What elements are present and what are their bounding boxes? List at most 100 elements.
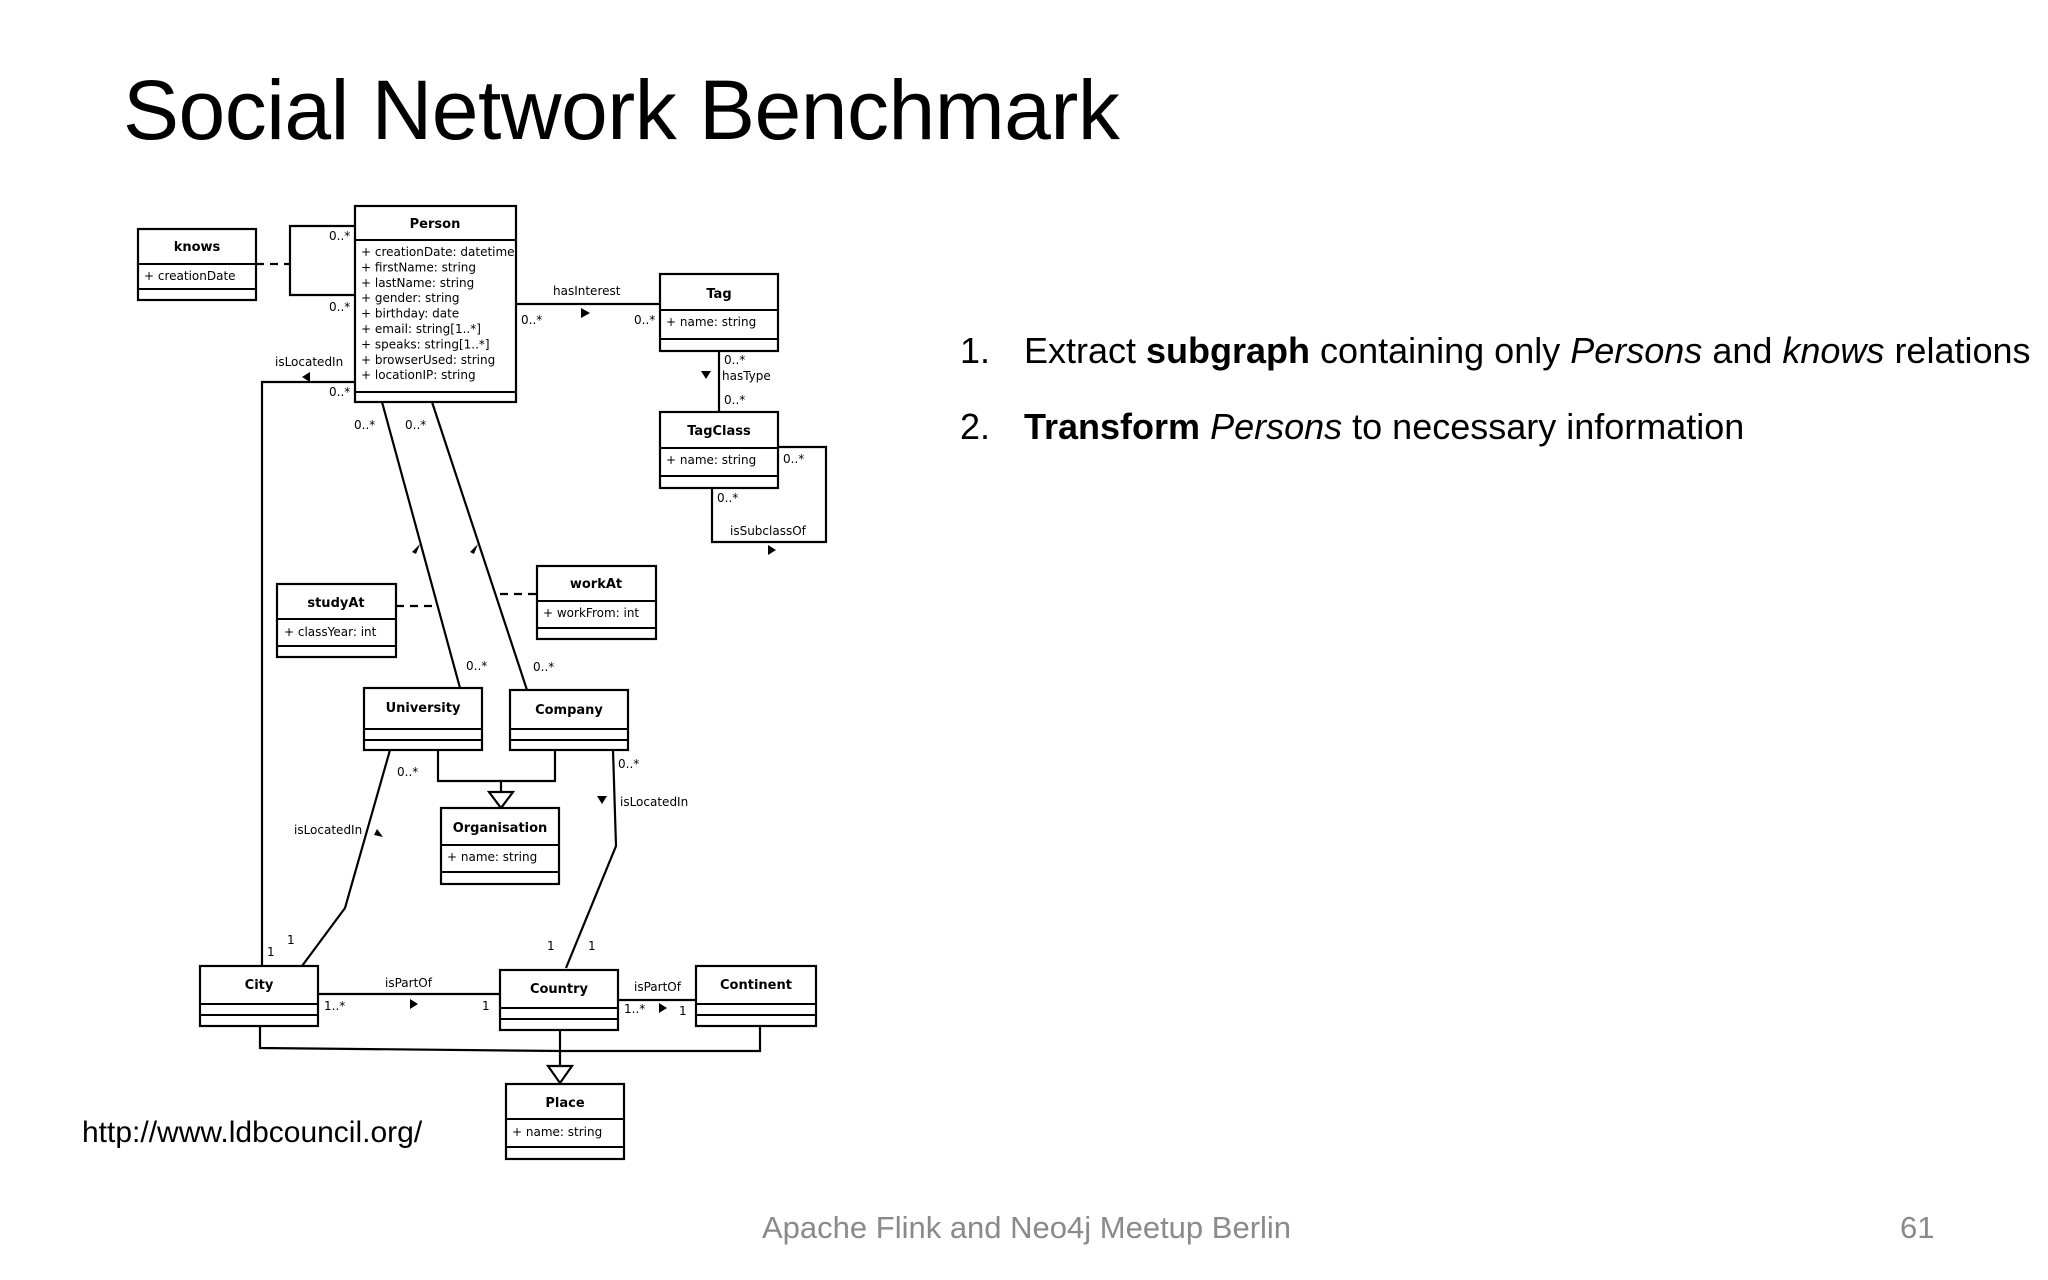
person-attr: + firstName: string [361,260,476,274]
bullet-text: to necessary information [1342,406,1745,447]
bullet-item: 1.Extract subgraph containing only Perso… [960,330,2031,372]
multiplicity: 1..* [624,1002,645,1016]
person-attr: + email: string[1..*] [361,322,481,336]
class-university: University [362,686,484,752]
multiplicity: 0..* [521,313,542,327]
arrow-university-city [374,829,383,837]
work-at-edge [430,401,529,691]
bullet-number: 1. [960,330,991,371]
class-name: TagClass [687,424,751,439]
bullet-text: Persons [1210,406,1343,447]
class-attr: + classYear: int [284,625,377,639]
class-attr: + creationDate [144,269,236,283]
edge-label-is-part-of: isPartOf [385,976,433,990]
person-city-edge [260,380,355,966]
organisation-triangle [486,790,516,810]
person-attr: + birthday: date [361,307,459,321]
university-generalization [436,750,501,783]
multiplicity: 0..* [397,765,418,779]
class-tagclass: TagClass + name: string [658,410,780,490]
class-studyat: studyAt + classYear: int [275,582,398,659]
multiplicity: 1..* [324,999,345,1013]
edge-label-has-interest: hasInterest [553,284,621,298]
multiplicity: 0..* [354,418,375,432]
class-organisation: Organisation + name: string [439,806,561,886]
bullet-text: containing only [1310,330,1571,371]
class-continent: Continent [694,964,818,1028]
university-city-edge [301,749,392,967]
class-name: Organisation [453,821,548,836]
is-subclass-of-loop [710,445,828,544]
multiplicity: 0..* [329,300,350,314]
class-name: Tag [706,287,731,302]
class-name: studyAt [307,596,364,611]
arrow-city-country [410,999,418,1009]
class-attr: + workFrom: int [543,606,639,620]
arrow-subclass [768,545,776,555]
multiplicity: 0..* [405,418,426,432]
multiplicity: 0..* [717,491,738,505]
class-attr: + name: string [447,850,537,864]
multiplicity: 0..* [533,660,554,674]
arrow-study-at [412,544,420,554]
class-person: Person + creationDate: datetime+ firstNa… [353,204,518,404]
bullet-number: 2. [960,406,991,447]
multiplicity: 0..* [329,229,350,243]
arrow-has-interest [581,308,590,318]
edge-label-is-located-in: isLocatedIn [275,355,343,369]
class-attr: + name: string [512,1125,602,1139]
class-attr: + name: string [666,453,756,467]
study-at-edge [380,401,462,689]
class-knows: knows + creationDate [136,227,258,302]
person-attr: + creationDate: datetime [361,245,515,259]
multiplicity: 1 [267,945,275,959]
edge-label-is-part-of: isPartOf [634,980,682,994]
slide-title: Social Network Benchmark [123,63,1120,157]
slide-footer: Apache Flink and Neo4j Meetup Berlin [762,1210,1292,1245]
arrow-work-at [470,544,478,554]
multiplicity: 1 [679,1004,687,1018]
bullet-text: Transform [1024,406,1201,447]
bullet-text: relations [1884,330,2031,371]
class-company: Company [508,688,630,752]
class-name: Continent [720,978,792,993]
multiplicity: 0..* [466,659,487,673]
bullet-item: 2. Transform Persons to necessary informa… [960,406,2031,448]
place-generalization [258,1026,762,1066]
company-country-edge [564,749,618,969]
multiplicity: 1 [588,939,596,953]
bullet-text: Extract [1024,330,1147,371]
bullet-text [1200,406,1210,447]
bullet-text: Persons [1570,330,1703,371]
multiplicity: 0..* [783,452,804,466]
person-attr: + locationIP: string [361,368,476,382]
bullet-list: 1.Extract subgraph containing only Perso… [960,330,2031,482]
class-country: Country [498,968,620,1032]
class-name: City [245,978,274,993]
multiplicity: 0..* [618,757,639,771]
person-attr: + lastName: string [361,276,474,290]
class-name: University [386,701,461,716]
multiplicity: 0..* [329,385,350,399]
class-city: City [198,964,320,1028]
multiplicity: 1 [547,939,555,953]
place-triangle [545,1064,575,1085]
person-attr: + browserUsed: string [361,353,495,367]
edge-label-has-type: hasType [722,369,771,383]
multiplicity: 0..* [724,393,745,407]
class-name: Person [410,217,461,232]
class-name: workAt [570,577,622,592]
class-place: Place + name: string [504,1082,626,1161]
bullet-text: knows [1782,330,1885,371]
arrow-person-city [302,372,310,382]
bullet-text: and [1702,330,1783,371]
knows-self-loop [288,224,355,297]
class-name: Country [530,982,589,997]
class-name: knows [174,240,221,255]
person-attr: + gender: string [361,291,460,305]
multiplicity: 0..* [724,353,745,367]
source-url: http://www.ldbcouncil.org/ [82,1116,423,1149]
person-attr: + speaks: string[1..*] [361,337,490,351]
multiplicity: 1 [482,999,490,1013]
